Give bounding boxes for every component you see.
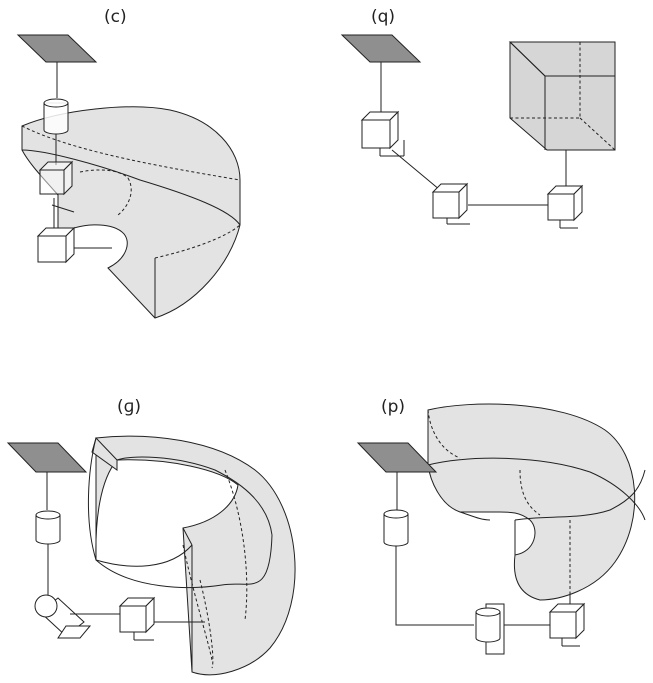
panel-c-cylinder [43, 98, 69, 135]
panel-g-cube [118, 596, 156, 641]
panel-c-cube-lower [36, 226, 76, 264]
panel-g: (ɡ) [6, 397, 296, 676]
panel-q-cube-2 [431, 182, 470, 225]
panel-c-ring-solid [21, 106, 241, 319]
panel-c: (c) [16, 7, 241, 319]
panel-p: (p) [356, 397, 646, 655]
panel-g-cylinder [35, 510, 61, 545]
panel-p-cylinder [383, 509, 409, 547]
panel-q-plate [340, 34, 422, 63]
panel-q-label: (q) [371, 7, 395, 27]
panel-q-cube-3 [546, 184, 584, 229]
panel-p-plate [356, 442, 438, 473]
panel-c-label: (c) [104, 7, 127, 27]
panel-q-target-cube [508, 41, 616, 151]
panel-g-label: (ɡ) [117, 397, 141, 417]
panel-g-tilted-cylinder [34, 594, 92, 639]
panel-p-ring-solid [427, 403, 646, 601]
panel-p-cube [548, 602, 586, 647]
panel-q: (q) [340, 7, 616, 229]
panel-p-label: (p) [381, 397, 405, 417]
panel-g-ring-solid [87, 435, 296, 676]
panel-p-bracket-cylinder [475, 603, 505, 655]
panel-c-cube-upper [38, 160, 74, 196]
panel-g-plate [6, 442, 88, 473]
panel-q-cube-1 [360, 110, 405, 157]
panel-c-plate [16, 34, 98, 63]
